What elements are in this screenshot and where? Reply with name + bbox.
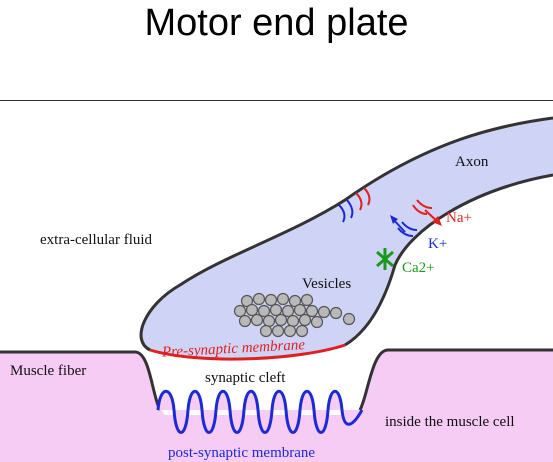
k-arrow-head (390, 215, 398, 224)
post-synaptic-membrane-label: post-synaptic membrane (168, 445, 315, 461)
extracellular-fluid-label: extra-cellular fluid (40, 232, 153, 248)
pre-synaptic-membrane-line (149, 343, 346, 361)
muscle-fiber-region (0, 350, 553, 462)
ca-label: Ca2+ (402, 260, 435, 276)
title-divider (0, 100, 553, 101)
na-arrow-head (432, 216, 442, 226)
muscle-membrane-right (358, 348, 553, 411)
axon-label: Axon (455, 154, 489, 170)
pre-synaptic-membrane-label: Pre-synaptic membrane (161, 337, 306, 361)
axon-lower-membrane (344, 173, 553, 347)
vesicles-label: Vesicles (302, 276, 351, 292)
k-label: K+ (428, 236, 447, 252)
synaptic-cleft-label: synaptic cleft (205, 370, 286, 386)
post-synaptic-folds (156, 389, 364, 434)
inside-muscle-cell-label: inside the muscle cell (385, 414, 515, 430)
channel-red-upper (355, 187, 371, 211)
channel-red-lower (412, 199, 433, 215)
na-label: Na+ (446, 210, 472, 226)
channel-blue-lower (397, 221, 418, 237)
channel-blue-upper (338, 199, 354, 223)
vesicle-cluster (233, 292, 356, 338)
calcium-channel (376, 248, 394, 270)
muscle-fiber-label: Muscle fiber (10, 363, 86, 379)
page-title: Motor end plate (144, 2, 409, 44)
axon-upper-membrane (139, 116, 553, 352)
